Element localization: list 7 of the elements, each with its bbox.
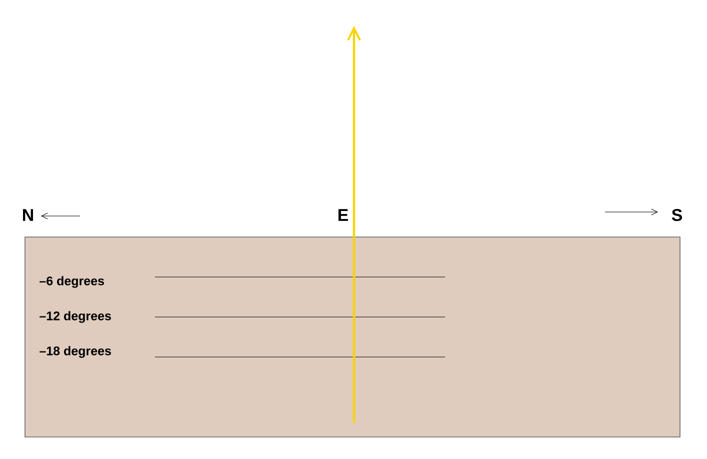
level-label: –6 degrees — [40, 276, 104, 288]
level-label: –18 degrees — [40, 346, 111, 358]
ground-box — [24, 236, 680, 438]
compass-label: N — [23, 209, 33, 221]
level-label: –12 degrees — [40, 311, 111, 323]
compass-label: E — [338, 209, 348, 221]
compass-label: S — [672, 208, 682, 222]
